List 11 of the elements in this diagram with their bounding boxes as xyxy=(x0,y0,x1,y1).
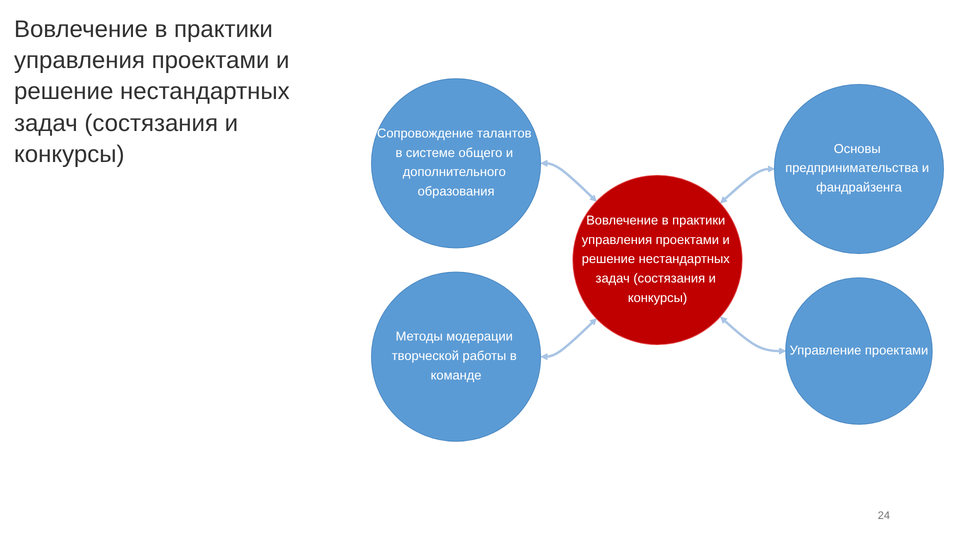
node-circle: Вовлечение в практики управления проектами и решение нестандартных задач (состязания и конкурсы) xyxy=(572,175,742,345)
arrow xyxy=(720,316,786,355)
node-circle: Основы предпринимательства и фандрайзенга xyxy=(774,84,944,254)
arrow xyxy=(720,165,775,204)
arrow xyxy=(540,318,597,360)
page-number: 24 xyxy=(878,510,890,522)
arrow xyxy=(540,160,597,202)
node-circle: Сопровождение талантов в системе общего и дополнительного образования xyxy=(371,78,542,248)
slide-title: Вовлечение в практики управления проектами и решение нестандартных задач (состязания и конкурсы) xyxy=(14,15,291,170)
node-circle: Управление проектами xyxy=(785,277,933,425)
node-circle: Методы модерации творческой работы в команде xyxy=(371,272,542,442)
